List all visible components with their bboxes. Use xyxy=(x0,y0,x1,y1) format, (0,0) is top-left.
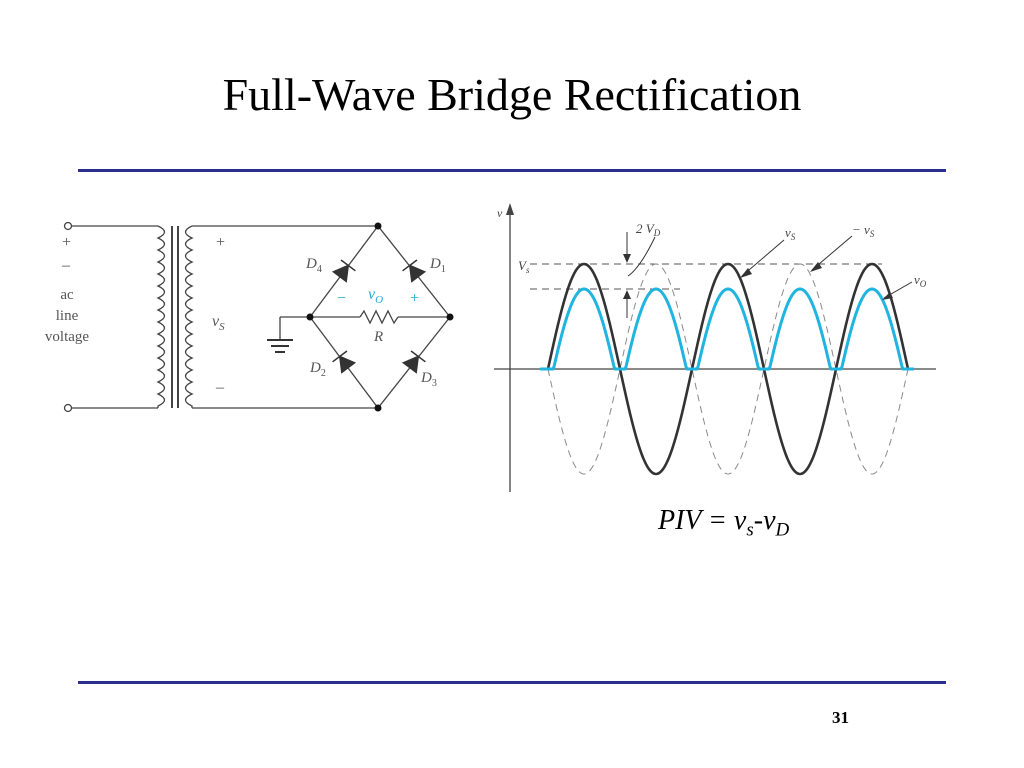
neg-vs-curve-label: − vS xyxy=(852,222,875,239)
diode-d1-symbol xyxy=(402,259,427,283)
secondary-coil xyxy=(184,225,194,408)
diode-d4-label: D4 xyxy=(305,256,322,275)
drop-arrow-top-head xyxy=(623,254,631,263)
output-plus-sign: + xyxy=(410,290,419,307)
neg-vs-label-arrowhead xyxy=(810,262,822,272)
input-plus-sign: + xyxy=(62,234,71,251)
bottom-divider xyxy=(78,681,946,684)
diode-d2-symbol xyxy=(332,350,357,374)
slide-title: Full-Wave Bridge Rectification xyxy=(222,69,802,120)
waveform-graph: v Vs 2 VD vS − vS vO xyxy=(494,203,936,492)
input-label-ac: ac xyxy=(60,287,74,303)
piv-formula: PIV = vs-vD xyxy=(658,505,790,541)
source-waveform xyxy=(546,262,910,476)
vs-curve-label: vS xyxy=(785,225,796,242)
diode-d4-symbol xyxy=(331,259,356,283)
drop-arrow-bottom-head xyxy=(623,290,631,299)
node-right xyxy=(446,313,454,321)
vs-label-arrowhead xyxy=(740,268,752,278)
input-label-voltage: voltage xyxy=(45,329,89,345)
drop-label: 2 VD xyxy=(636,221,661,238)
input-minus-sign: – xyxy=(61,257,71,274)
vo-label-arrowhead xyxy=(882,292,893,300)
node-left xyxy=(306,313,314,321)
diode-d3-label: D3 xyxy=(420,370,437,389)
secondary-voltage-label: vS xyxy=(212,313,225,333)
diode-d1-label: D1 xyxy=(429,256,446,275)
resistor-symbol xyxy=(359,309,399,325)
vs-peak-label: Vs xyxy=(518,258,530,275)
output-minus-sign: − xyxy=(337,290,346,307)
output-voltage-label: vO xyxy=(368,286,383,306)
primary-coil xyxy=(156,225,166,408)
resistor-label: R xyxy=(373,329,383,345)
input-terminal-bottom xyxy=(63,403,73,413)
page-number: 31 xyxy=(832,708,849,727)
axis-v-label: v xyxy=(497,206,503,220)
diode-d2-label: D2 xyxy=(309,360,326,379)
drop-label-leader xyxy=(627,236,656,277)
node-bottom xyxy=(374,404,382,412)
input-terminal-top xyxy=(63,221,73,231)
input-label-line: line xyxy=(56,308,79,324)
secondary-minus-sign: – xyxy=(215,379,225,396)
node-top xyxy=(374,222,382,230)
vertical-axis-arrow xyxy=(506,203,514,215)
secondary-plus-sign: + xyxy=(216,234,225,251)
diode-d3-symbol xyxy=(401,350,426,374)
top-divider xyxy=(78,169,946,172)
vo-curve-label: vO xyxy=(914,272,927,289)
bridge-circuit-diagram: + – ac line voltage + – vS D4 D1 D2 D3 R… xyxy=(45,221,454,413)
output-waveform xyxy=(540,287,914,371)
inverted-source-waveform xyxy=(547,263,909,475)
